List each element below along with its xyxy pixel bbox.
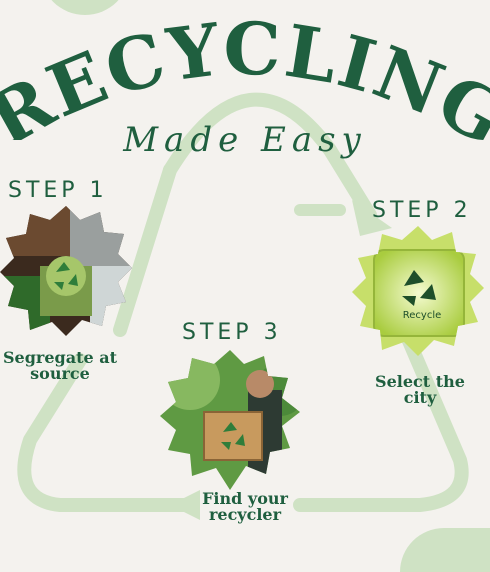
step-1-caption: Segregate at source <box>3 348 117 383</box>
step-1-label: STEP 1 <box>8 178 108 203</box>
step-3-image <box>160 350 300 490</box>
poster-subtitle: Made Easy <box>123 120 367 160</box>
step-2-image: Recycle <box>352 226 484 356</box>
step-3-caption: Find your recycler <box>202 489 288 524</box>
step-1-image <box>0 206 132 336</box>
poster-title-art: RECYCLING <box>0 20 490 140</box>
recycle-arrows-background-icon <box>17 92 469 520</box>
step-2-caption: Select the city <box>375 372 465 407</box>
step-3-label: STEP 3 <box>182 320 282 345</box>
recycle-icon <box>402 270 436 306</box>
step-2-label: STEP 2 <box>372 198 472 223</box>
step-2-box-text: Recycle <box>403 310 442 321</box>
recycle-icon <box>221 422 245 450</box>
recycle-icon <box>54 262 78 290</box>
